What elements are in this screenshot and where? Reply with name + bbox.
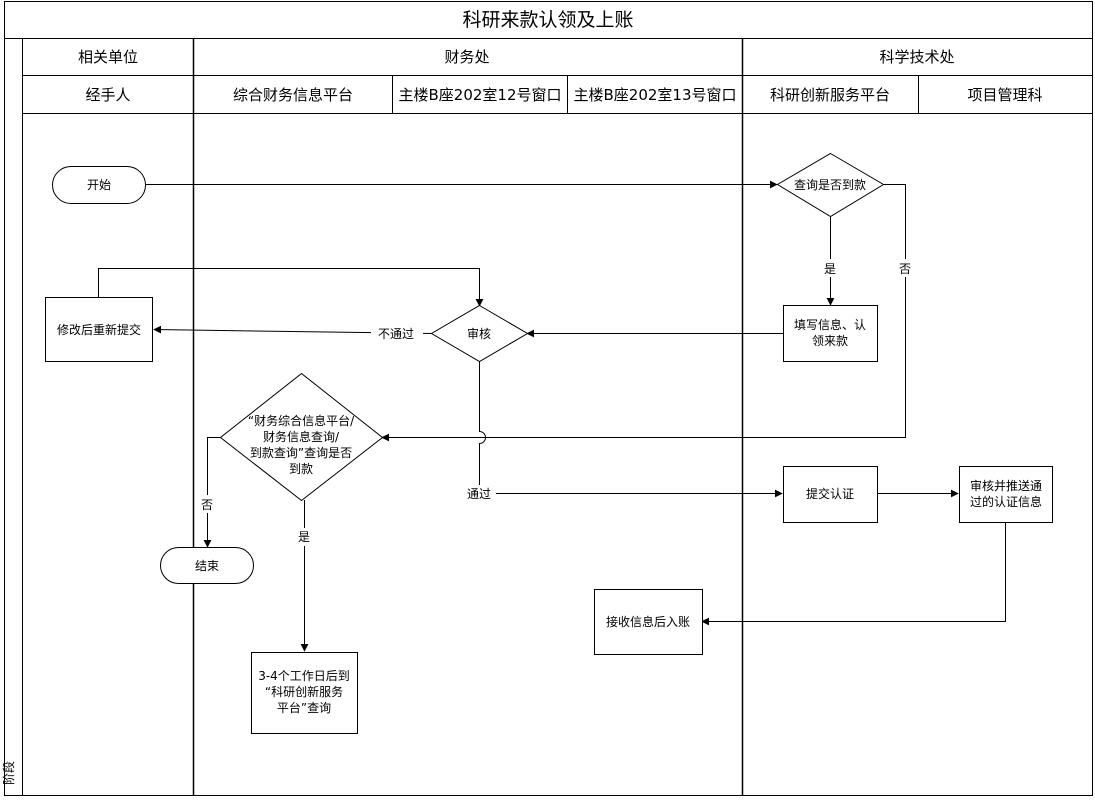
edge-label-no-query: 否 [899,262,911,276]
wait-query-line-3: 平台”查询 [277,700,331,715]
swimlane-grid [4,1,1093,796]
review-push-line-2: 过的认证信息 [970,494,1042,509]
query-arrival-decision [776,152,885,218]
nodes [45,152,1053,734]
fin-query-line-1: “财务综合信息平台/ [248,413,355,428]
revise-process [45,297,153,362]
post-account-process [594,589,703,655]
fin-query-line-2: 财务信息查询/ [263,429,340,444]
edge-label-yes-query: 是 [824,262,836,276]
post-account-label: 接收信息后入账 [606,614,690,629]
diagram-title: 科研来款认领及上账 [462,9,633,31]
query-arrival-label: 查询是否到款 [794,178,866,192]
start-label: 开始 [87,178,111,192]
lane-window-12: 主楼B座202室12号窗口 [398,86,561,104]
edge-review-submit [479,362,783,498]
lane-handler: 经手人 [85,86,130,104]
submit-cert-process [783,466,878,523]
dept-finance: 财务处 [444,48,489,66]
fill-info-line-2: 领来款 [812,334,848,348]
fill-info-line-1: 填写信息、认 [794,317,866,332]
end-terminator [160,547,254,584]
edge-finquery-end [203,437,221,548]
dept-science: 科学技术处 [879,48,954,66]
wait-query-process [251,652,358,734]
stage-label: 阶段 [1,761,16,785]
start-terminator [52,166,146,204]
edge-reviewpush-post [701,522,1006,626]
node-texts: 开始 查询是否到款 填写信息、认 领来款 审核 修改后重新提交 “财务综合信息平… [57,178,1042,715]
edge-label-no-finquery: 否 [201,498,213,512]
review-push-line-1: 审核并推送通 [970,478,1042,493]
fin-query-line-3: 到款查询”查询是否 [250,446,352,460]
lane-fin-platform: 综合财务信息平台 [233,86,353,104]
fin-query-line-4: 到款 [289,462,313,476]
submit-cert-label: 提交认证 [806,486,854,501]
review-push-process [959,466,1053,523]
review-decision [430,304,529,363]
wait-query-line-2: “科研创新服务 [265,684,343,699]
edge-label-not-pass: 不通过 [378,327,414,341]
edge-label-pass: 通过 [467,487,491,501]
fin-query-decision [219,372,384,502]
revise-label: 修改后重新提交 [57,322,141,337]
lane-sci-platform: 科研创新服务平台 [770,86,890,104]
review-label: 审核 [467,326,491,341]
wait-query-line-1: 3-4个工作日后到 [258,669,350,683]
lane-window-13: 主楼B座202室13号窗口 [573,86,736,104]
outer-border [4,1,1093,796]
dept-related-unit: 相关单位 [78,48,138,66]
edge-labels: 是 否 不通过 通过 否 是 [198,259,914,546]
fill-info-process [783,305,878,362]
edge-label-yes-finquery: 是 [298,530,310,544]
edge-revise-review [98,268,484,307]
connectors [98,180,1006,652]
edge-query-finquery [381,184,906,442]
end-label: 结束 [195,559,219,573]
lane-project-mgmt: 项目管理科 [967,86,1042,104]
